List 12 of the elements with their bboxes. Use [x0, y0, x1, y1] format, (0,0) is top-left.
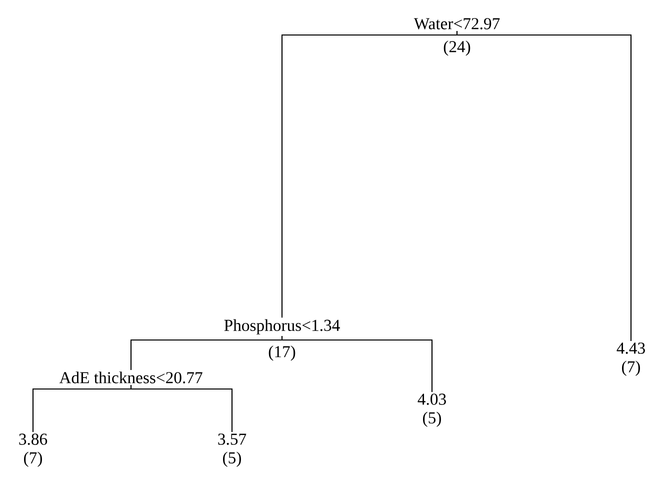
leaf-label: 4.03 (5): [418, 394, 446, 427]
leaf-label: 3.86 (7): [19, 434, 48, 467]
split-label: Phosphorus<1.34: [224, 319, 340, 334]
sample-count: (17): [268, 346, 296, 361]
leaf-label: 3.57 (5): [218, 434, 246, 467]
tree-branch: [130, 385, 233, 432]
split-label: AdE thickness<20.77: [59, 372, 202, 384]
sample-count: (24): [444, 40, 470, 56]
leaf-label: 4.43 (7): [616, 342, 645, 376]
split-label: Water<72.97: [414, 18, 500, 30]
tree-branch: [456, 30, 632, 341]
tree-branch: [281, 336, 433, 392]
